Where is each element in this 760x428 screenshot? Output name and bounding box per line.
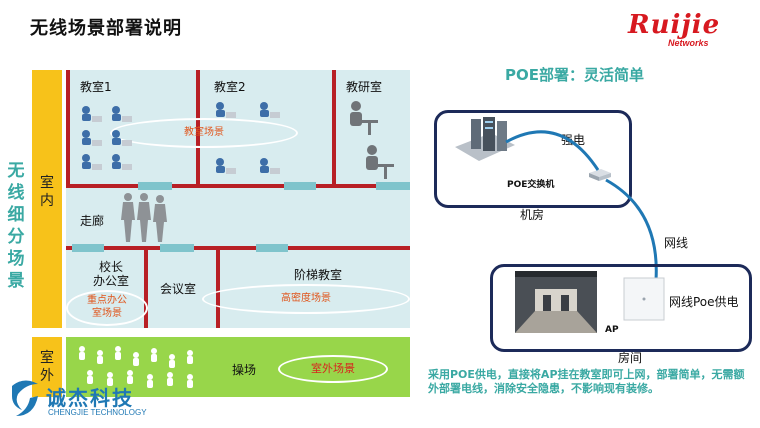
wall — [216, 246, 220, 328]
page-title: 无线场景部署说明 — [30, 18, 182, 39]
students-icon — [216, 102, 280, 174]
wall — [66, 184, 410, 188]
wall — [332, 70, 336, 186]
room-label-classroom1: 教室1 — [80, 80, 112, 94]
oval-classroom-scene: 教室场景 — [110, 118, 298, 148]
oval-density-scene: 高密度场景 — [202, 284, 410, 314]
room-label-principal: 校长 办公室 — [92, 260, 129, 288]
indoor-label: 室 内 — [32, 174, 62, 210]
outdoor-label: 室 外 — [32, 349, 62, 385]
walking-people-icon — [121, 193, 167, 242]
outdoor-band: 室 外 — [32, 337, 62, 397]
chengjie-name: 诚杰科技 — [46, 386, 134, 410]
floor-plan: 教室1 教室2 教研室 走廊 校长 办公室 会议室 阶梯教室 教室场景 重点办公… — [66, 70, 410, 328]
room-label-classroom2: 教室2 — [214, 80, 246, 94]
footer-text: 采用POE供电，直接将AP挂在教室即可上网，部署简单，无需额外部署电线，消除安全… — [428, 368, 745, 395]
door — [256, 244, 288, 252]
poe-title: POE部署：灵活简单 — [505, 66, 644, 84]
side-char: 无 — [7, 161, 25, 181]
side-char: 场 — [7, 249, 25, 269]
poe-supply-label: 网线Poe供电 — [669, 295, 739, 309]
room-photo-icon — [515, 271, 597, 333]
ap-device-icon — [623, 277, 665, 321]
chengjie-logo: 诚杰科技 CHENGJIE TECHNOLOGY — [6, 374, 156, 424]
oval-office-scene: 重点办公 室场景 — [66, 290, 148, 326]
ap-label: AP — [605, 325, 619, 335]
side-char: 细 — [7, 205, 25, 225]
room-label: 房间 — [618, 351, 643, 365]
room-label-research: 教研室 — [346, 80, 383, 94]
outdoor-char: 外 — [40, 368, 54, 384]
machine-room-box: 强电 POE交换机 — [434, 110, 632, 208]
power-cable — [505, 130, 600, 171]
side-char: 分 — [7, 227, 25, 247]
indoor-char: 室 — [40, 175, 54, 191]
logo-sub-text: Networks — [668, 38, 709, 48]
room-label-corridor: 走廊 — [80, 214, 105, 228]
chengjie-emblem-icon — [12, 380, 38, 416]
wall — [66, 246, 410, 250]
outdoor-char: 室 — [40, 350, 54, 366]
crowd-icon — [79, 346, 193, 388]
wall — [144, 246, 148, 328]
oval-outdoor-scene: 室外场景 — [278, 355, 388, 383]
students-icon — [82, 106, 132, 170]
indoor-band: 室 内 — [32, 70, 62, 328]
side-label: 无 线 细 分 场 景 — [5, 160, 27, 292]
side-char: 景 — [7, 271, 25, 291]
room-label-lecture: 阶梯教室 — [294, 268, 343, 282]
logo-brand-text: Ruijie — [628, 10, 721, 40]
room-label-playground: 操场 — [232, 363, 257, 377]
side-char: 线 — [7, 183, 25, 203]
machine-room-label: 机房 — [520, 208, 545, 222]
wall — [66, 70, 70, 188]
room-box: 网线Poe供电 AP — [490, 264, 752, 352]
indoor-char: 内 — [40, 193, 54, 209]
server-rack-icon — [455, 117, 515, 161]
power-label: 强电 — [561, 133, 586, 147]
door — [376, 182, 410, 190]
ruijie-logo: Ruijie Networks — [628, 10, 746, 50]
chengjie-sub: CHENGJIE TECHNOLOGY — [48, 408, 147, 417]
poe-switch-label: POE交换机 — [507, 180, 555, 190]
door — [72, 244, 104, 252]
room-label-meeting: 会议室 — [160, 282, 197, 296]
playground-area: 操场 室外场景 — [66, 337, 410, 397]
poe-switch-icon — [589, 169, 611, 181]
door — [160, 244, 194, 252]
door — [138, 182, 172, 190]
office-staff-icon — [350, 101, 394, 179]
cable-label: 网线 — [664, 236, 689, 250]
door — [284, 182, 316, 190]
